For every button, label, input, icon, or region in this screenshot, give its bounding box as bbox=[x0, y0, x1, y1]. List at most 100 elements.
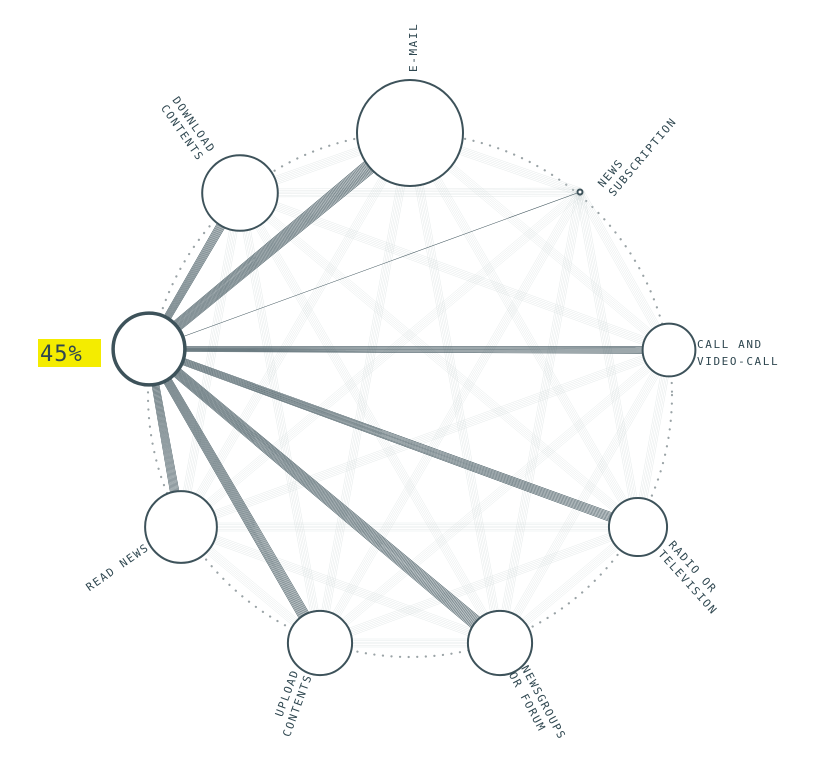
background-link bbox=[320, 192, 581, 644]
background-link bbox=[580, 191, 640, 527]
background-link bbox=[317, 190, 579, 642]
link-upload-contents[interactable] bbox=[145, 346, 326, 647]
node-radio-or-television[interactable] bbox=[607, 496, 669, 558]
link-strand bbox=[145, 350, 316, 647]
background-link bbox=[580, 191, 670, 350]
label-upload-contents[interactable]: UPLOADCONTENTS bbox=[267, 668, 315, 739]
background-link bbox=[407, 133, 498, 644]
link-strand bbox=[148, 351, 669, 354]
link-strand bbox=[148, 348, 639, 528]
link-strand bbox=[148, 348, 670, 351]
link-strand bbox=[148, 132, 410, 349]
background-link bbox=[500, 350, 670, 644]
background-link bbox=[641, 350, 674, 528]
background-link bbox=[501, 351, 672, 645]
link-strand bbox=[148, 350, 669, 353]
node-newsgroups-or-forum[interactable] bbox=[466, 609, 534, 677]
label-read-news[interactable]: READ NEWS bbox=[84, 541, 152, 594]
label-e-mail[interactable]: E-MAIL bbox=[407, 23, 420, 72]
background-link bbox=[240, 194, 581, 196]
link-strand bbox=[147, 349, 319, 645]
link-strand bbox=[149, 347, 502, 642]
node-e-mail[interactable] bbox=[356, 79, 464, 187]
background-link bbox=[578, 192, 638, 528]
background-link bbox=[184, 193, 245, 528]
background-link bbox=[183, 193, 243, 528]
link-newsgroups-or-forum[interactable] bbox=[145, 345, 505, 649]
label-radio-or-television[interactable]: RADIO ORTELEVISION bbox=[655, 538, 730, 617]
node-download-contents[interactable] bbox=[201, 154, 279, 232]
background-link bbox=[319, 191, 580, 643]
link-radio-or-television[interactable] bbox=[147, 345, 640, 532]
link-strand bbox=[149, 347, 639, 527]
background-link bbox=[179, 189, 579, 526]
link-e-mail[interactable] bbox=[145, 127, 415, 354]
background-link bbox=[581, 190, 672, 349]
background-link bbox=[178, 188, 578, 525]
background-link bbox=[178, 192, 238, 527]
node-read-news[interactable] bbox=[144, 490, 218, 564]
node-upload-contents[interactable] bbox=[286, 609, 354, 677]
label-news-subscription[interactable]: NEWSSUBSCRIPTION bbox=[595, 106, 679, 199]
background-link bbox=[319, 526, 638, 643]
node-read-web[interactable] bbox=[111, 311, 187, 387]
background-link bbox=[497, 191, 578, 643]
background-link bbox=[322, 133, 413, 644]
background-link bbox=[412, 132, 503, 643]
background-link bbox=[409, 133, 669, 351]
background-link bbox=[410, 132, 670, 350]
background-link bbox=[179, 192, 240, 527]
background-link bbox=[239, 187, 580, 190]
background-link bbox=[410, 132, 639, 527]
background-link bbox=[240, 192, 322, 643]
background-link bbox=[181, 350, 670, 528]
link-strand bbox=[148, 348, 501, 644]
label-newsgroups-or-forum[interactable]: NEWSGROUPSOR FORUM bbox=[506, 663, 568, 748]
link-strand bbox=[149, 347, 670, 350]
background-link bbox=[179, 346, 668, 524]
background-link bbox=[579, 192, 669, 351]
background-link bbox=[179, 530, 499, 647]
background-link bbox=[181, 192, 581, 528]
background-link bbox=[240, 192, 581, 195]
background-link bbox=[180, 191, 580, 527]
link-strand bbox=[152, 346, 326, 641]
background-link bbox=[238, 193, 320, 644]
label-call-and-video-call[interactable]: CALL AND VIDEO-CALL bbox=[697, 338, 779, 368]
link-strand bbox=[149, 133, 411, 350]
link-strand bbox=[150, 346, 503, 641]
label-line: VIDEO-CALL bbox=[697, 355, 779, 368]
node-news-subscription[interactable] bbox=[576, 188, 584, 196]
link-news-subscription[interactable] bbox=[148, 191, 581, 350]
link-strand bbox=[149, 346, 640, 525]
background-link bbox=[317, 346, 667, 641]
background-link bbox=[410, 132, 502, 643]
background-link bbox=[320, 527, 639, 644]
link-strand bbox=[150, 135, 413, 351]
background-link bbox=[180, 527, 500, 644]
background-link bbox=[182, 353, 671, 531]
background-link bbox=[182, 193, 582, 530]
label-download-contents[interactable]: DOWNLOADCONTENTS bbox=[158, 94, 218, 163]
background-link bbox=[240, 192, 501, 643]
background-link bbox=[577, 193, 668, 352]
background-link bbox=[320, 133, 412, 644]
node-call-and-video-call[interactable] bbox=[641, 322, 697, 378]
background-link bbox=[496, 347, 666, 642]
background-link bbox=[237, 195, 636, 531]
link-strand bbox=[146, 351, 497, 648]
background-link bbox=[181, 193, 242, 528]
background-link bbox=[406, 134, 635, 530]
background-link bbox=[241, 190, 640, 526]
background-link bbox=[499, 349, 669, 643]
background-link bbox=[319, 349, 669, 643]
link-call-and-video-call[interactable] bbox=[148, 346, 670, 354]
link-strand bbox=[148, 351, 637, 531]
background-link bbox=[413, 132, 505, 643]
label-line: CALL AND bbox=[697, 338, 763, 351]
background-link bbox=[181, 352, 670, 530]
link-strand bbox=[151, 345, 505, 638]
link-strand bbox=[151, 136, 414, 353]
background-link bbox=[408, 133, 500, 644]
link-strand bbox=[148, 350, 638, 530]
